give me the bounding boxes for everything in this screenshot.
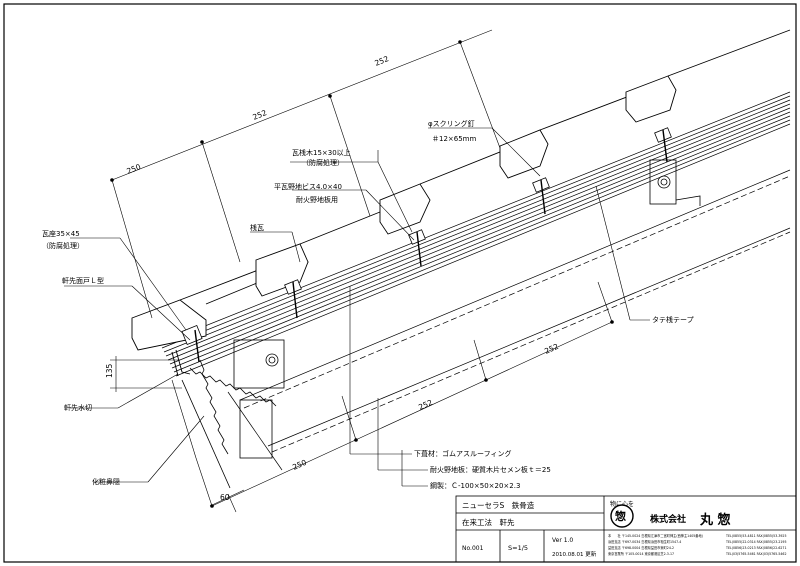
fascia-board bbox=[181, 359, 277, 489]
screws bbox=[194, 129, 668, 363]
title-block bbox=[455, 495, 797, 563]
company-name: 丸 惣 bbox=[699, 512, 731, 528]
label-eave-block-note: （防腐処理） bbox=[42, 241, 84, 250]
company-slogan: 物に心を bbox=[610, 500, 634, 508]
company-logo bbox=[610, 504, 634, 528]
tile-battens bbox=[181, 127, 672, 346]
phone-line-4: TEL(03)5765-5461 FAX(03)5765-5462 bbox=[725, 552, 787, 556]
phone-line-3: TEL(0856)23-0213 FAX(0856)22-6271 bbox=[725, 546, 787, 550]
office-line-1: 本 社 〒145-0024 島根県江津市二宮町神主(西神主1405番地) bbox=[608, 533, 703, 538]
label-tile: 桟瓦 bbox=[250, 223, 264, 232]
label-steel: 鋼製：Ｃ-100×50×20×2.3 bbox=[430, 481, 520, 490]
label-eave-l: 軒先面戸Ｌ型 bbox=[62, 276, 104, 285]
title-method: 在来工法 軒先 bbox=[462, 517, 515, 527]
title-version: Ver 1.0 bbox=[552, 537, 573, 544]
label-eave-flashing: 軒先水切 bbox=[64, 403, 92, 412]
top-dim-2: 252 bbox=[251, 108, 268, 122]
bottom-dim-1: 250 bbox=[291, 458, 308, 472]
title-scale: S=1/5 bbox=[508, 544, 528, 552]
eave-dim-135: 135 bbox=[105, 363, 114, 378]
phone-line-2: TEL(0855)22-0314 FAX(0855)23-2195 bbox=[725, 540, 787, 544]
label-sheathing: 耐火野地板：硬質木片セメン板ｔ＝25 bbox=[430, 465, 551, 474]
label-batten: 瓦桟木15×30以上 bbox=[292, 148, 351, 157]
roof-sheathing-layers bbox=[159, 91, 791, 377]
top-dimension-lines bbox=[110, 29, 501, 319]
phone-line-1: TEL(0855)53-4811 FAX(0855)53-3925 bbox=[725, 534, 787, 538]
label-screw-nail: φスクリング釘 bbox=[428, 119, 475, 128]
office-line-3: 益田支店 〒698-0004 島根県益田市東町24-2 bbox=[608, 545, 674, 550]
label-batten-note: （防腐処理） bbox=[302, 158, 344, 167]
label-screw: 平瓦野地ビス4.0×40 bbox=[274, 182, 342, 191]
label-screw-note: 耐火野地板用 bbox=[296, 195, 338, 204]
office-line-2: 浜田支店 〒697-0034 島根県浜田市相生町1547-4 bbox=[608, 539, 681, 544]
label-screw-nail-spec: ＃12×65mm bbox=[432, 135, 476, 143]
label-underlay: 下葺材：ゴムアスルーフィング bbox=[414, 449, 511, 458]
company-type: 株式会社 bbox=[650, 513, 686, 525]
eave-offset-dimension bbox=[209, 489, 245, 513]
label-eave-block: 瓦座35×45 bbox=[42, 229, 80, 238]
steel-rafter bbox=[227, 169, 791, 471]
office-line-4: 東京営業所 〒105-0014 東京都港区芝2-3-17 bbox=[608, 551, 674, 556]
top-dim-3: 252 bbox=[373, 54, 390, 68]
roof-tiles bbox=[131, 29, 791, 351]
leader-lines bbox=[64, 127, 650, 487]
purlin-brackets bbox=[233, 159, 701, 459]
drawing-frame bbox=[3, 3, 797, 563]
title-product: ニューセラS 鉄骨造 bbox=[462, 500, 535, 510]
label-tape: タテ桟テープ bbox=[652, 315, 694, 324]
bottom-dim-2: 252 bbox=[417, 398, 434, 412]
company-logo-char: 惣 bbox=[615, 509, 626, 523]
eave-dim-60: 60 bbox=[220, 493, 230, 502]
company-offices: 本 社 〒145-0024 島根県江津市二宮町神主(西神主1405番地) 浜田支… bbox=[608, 533, 787, 556]
eave-vertical-dimension bbox=[110, 356, 182, 392]
label-fascia: 化粧鼻隠 bbox=[92, 477, 120, 486]
eave-flashing bbox=[171, 349, 191, 377]
bottom-dimension-lines bbox=[171, 281, 614, 508]
bottom-dim-3: 252 bbox=[543, 342, 560, 356]
title-number: No.001 bbox=[462, 545, 484, 552]
title-date: 2010.08.01 更新 bbox=[552, 550, 597, 558]
top-dim-1: 250 bbox=[125, 162, 142, 176]
